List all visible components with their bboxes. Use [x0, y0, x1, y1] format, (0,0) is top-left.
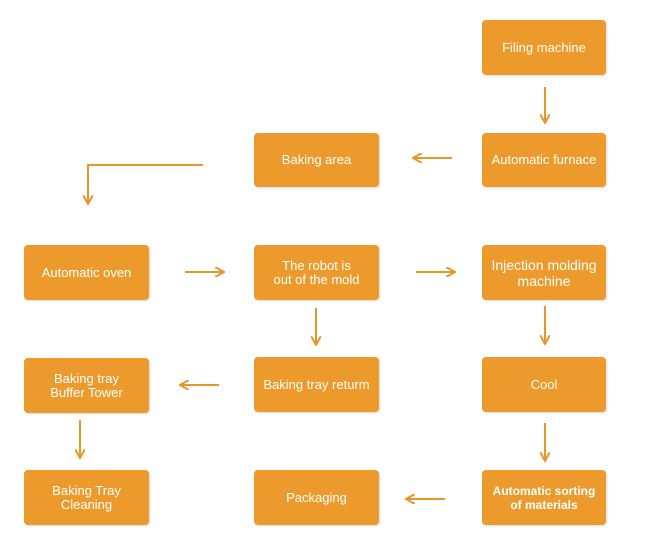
node-baking-tray-return: Baking tray returm — [254, 357, 379, 412]
node-automatic-sorting: Automatic sorting of materials — [482, 470, 606, 525]
node-injection-molding-machine: Injection molding machine — [482, 245, 606, 300]
node-packaging: Packaging — [254, 470, 379, 525]
node-robot-out-of-mold: The robot is out of the mold — [254, 245, 379, 300]
node-cool: Cool — [482, 357, 606, 412]
node-baking-tray-cleaning: Baking Tray Cleaning — [24, 470, 149, 525]
node-baking-tray-buffer-tower: Baking tray Buffer Tower — [24, 358, 149, 413]
node-baking-area: Baking area — [254, 133, 379, 187]
node-filing-machine: Filing machine — [482, 20, 606, 75]
arrow-baking-area-to-oven — [88, 164, 203, 203]
node-automatic-furnace: Automatic furnace — [482, 133, 606, 187]
node-automatic-oven: Automatic oven — [24, 245, 149, 300]
